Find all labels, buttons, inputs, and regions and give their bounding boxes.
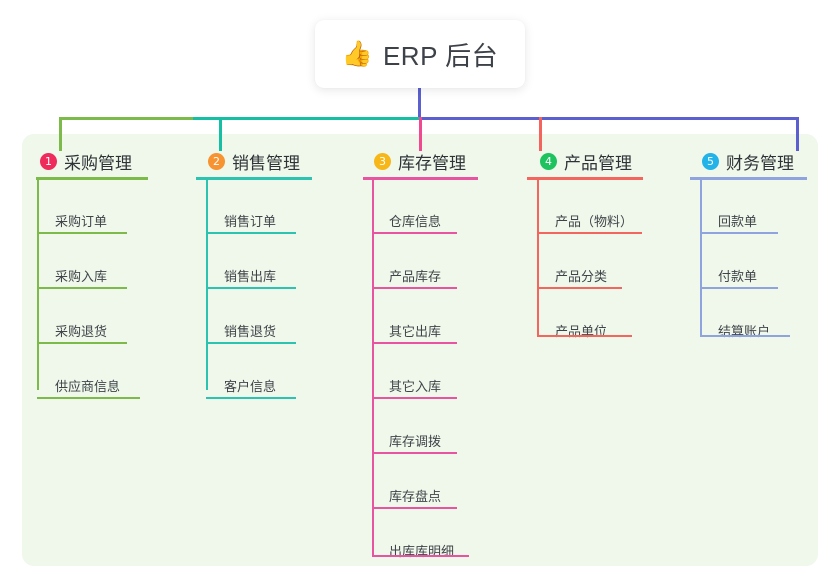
item-rule xyxy=(206,342,296,344)
item-label: 出库库明细 xyxy=(389,544,455,559)
item-rule xyxy=(537,287,622,289)
column-rule-1 xyxy=(36,177,148,180)
column-header-4[interactable]: 4 产品管理 xyxy=(540,149,632,174)
item-label: 仓库信息 xyxy=(389,214,442,229)
column-spine-3 xyxy=(372,178,374,555)
item-rule xyxy=(372,555,469,557)
column-badge-5: 5 xyxy=(702,153,719,170)
item-label: 产品分类 xyxy=(555,269,608,284)
column-rule-3 xyxy=(363,177,478,180)
item-rule xyxy=(206,232,296,234)
item-rule xyxy=(700,232,778,234)
drop-stub-2 xyxy=(219,117,222,151)
root-node[interactable]: 👍 ERP 后台 xyxy=(315,20,525,88)
item-label: 销售订单 xyxy=(224,214,277,229)
item-rule xyxy=(372,507,457,509)
item-rule xyxy=(372,397,457,399)
item-rule xyxy=(700,335,790,337)
item-rule xyxy=(372,342,457,344)
item-label: 销售出库 xyxy=(224,269,277,284)
item-label: 回款单 xyxy=(718,214,758,229)
item-label: 结算账户 xyxy=(718,324,771,339)
column-title-2: 销售管理 xyxy=(232,154,300,173)
item-label: 采购订单 xyxy=(55,214,108,229)
item-rule xyxy=(206,287,296,289)
column-rule-5 xyxy=(690,177,807,180)
root-node-label: ERP 后台 xyxy=(382,40,499,71)
item-label: 采购退货 xyxy=(55,324,108,339)
item-label: 采购入库 xyxy=(55,269,108,284)
item-label: 其它出库 xyxy=(389,324,442,339)
item-rule xyxy=(372,452,457,454)
item-rule xyxy=(37,287,127,289)
item-rule xyxy=(537,232,642,234)
column-header-2[interactable]: 2 销售管理 xyxy=(208,149,300,174)
drop-stub-5 xyxy=(796,117,799,151)
item-label: 产品（物料） xyxy=(555,214,634,229)
column-header-5[interactable]: 5 财务管理 xyxy=(702,149,794,174)
item-label: 客户信息 xyxy=(224,379,277,394)
column-rule-2 xyxy=(196,177,312,180)
item-label: 其它入库 xyxy=(389,379,442,394)
drop-stub-3 xyxy=(419,117,422,151)
column-title-4: 产品管理 xyxy=(564,154,632,173)
item-label: 库存调拨 xyxy=(389,434,442,449)
column-badge-3: 3 xyxy=(374,153,391,170)
item-label: 库存盘点 xyxy=(389,489,442,504)
bus-segment-teal xyxy=(193,117,420,120)
column-spine-2 xyxy=(206,178,208,390)
thumbs-up-icon: 👍 xyxy=(341,39,373,68)
item-rule xyxy=(372,232,457,234)
drop-stub-1 xyxy=(59,117,62,151)
column-badge-2: 2 xyxy=(208,153,225,170)
root-stem xyxy=(418,86,421,118)
item-label: 产品库存 xyxy=(389,269,442,284)
item-rule xyxy=(700,287,778,289)
column-header-3[interactable]: 3 库存管理 xyxy=(374,149,466,174)
item-rule xyxy=(37,397,140,399)
item-rule xyxy=(372,287,457,289)
item-label: 付款单 xyxy=(718,269,758,284)
item-label: 供应商信息 xyxy=(55,379,121,394)
column-badge-4: 4 xyxy=(540,153,557,170)
item-rule xyxy=(206,397,296,399)
item-rule xyxy=(37,232,127,234)
column-header-1[interactable]: 1 采购管理 xyxy=(40,149,132,174)
column-rule-4 xyxy=(527,177,643,180)
diagram-panel xyxy=(22,134,818,566)
column-title-5: 财务管理 xyxy=(726,154,794,173)
item-rule xyxy=(537,335,632,337)
item-rule xyxy=(37,342,127,344)
column-title-1: 采购管理 xyxy=(64,154,132,173)
bus-segment-green xyxy=(59,117,193,120)
column-spine-1 xyxy=(37,178,39,390)
drop-stub-4 xyxy=(539,117,542,151)
item-label: 产品单位 xyxy=(555,324,608,339)
column-title-3: 库存管理 xyxy=(398,154,466,173)
column-spine-4 xyxy=(537,178,539,335)
column-spine-5 xyxy=(700,178,702,335)
item-label: 销售退货 xyxy=(224,324,277,339)
column-badge-1: 1 xyxy=(40,153,57,170)
bus-segment-blue xyxy=(420,117,798,120)
